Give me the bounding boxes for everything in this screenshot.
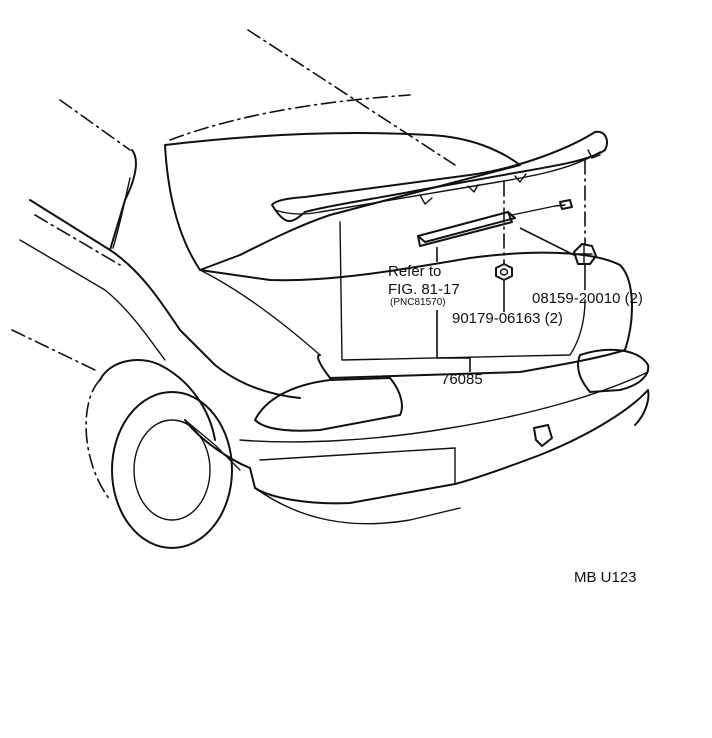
assembly-guides bbox=[503, 159, 586, 265]
c-pillar-inner bbox=[112, 177, 131, 249]
drawing-code: MB U123 bbox=[574, 569, 637, 586]
tail-light-right bbox=[577, 348, 650, 393]
rear-spoiler bbox=[271, 130, 608, 222]
stop-lamp-connector bbox=[559, 199, 573, 210]
spoiler-wing bbox=[271, 130, 608, 222]
tail-light-left bbox=[254, 377, 403, 432]
spoiler-endcap bbox=[587, 149, 601, 159]
refer-to-text: Refer to bbox=[388, 263, 441, 280]
spoiler-mount-center bbox=[467, 184, 479, 193]
stop-lamp-body bbox=[417, 211, 513, 247]
refer-fig-text: FIG. 81-17 bbox=[388, 281, 460, 298]
refer-pnc-text: (PNC81570) bbox=[390, 297, 446, 308]
nut-part bbox=[495, 263, 513, 281]
nut-part-hole bbox=[499, 268, 509, 276]
license-lamp bbox=[533, 424, 553, 447]
car-body bbox=[11, 29, 650, 549]
bumper-upper-edge bbox=[239, 371, 649, 443]
rear-window bbox=[164, 132, 521, 271]
wheel-arch bbox=[99, 359, 216, 441]
leader-spoiler bbox=[436, 310, 471, 372]
mud-flap bbox=[184, 419, 241, 471]
c-pillar bbox=[109, 149, 137, 251]
stop-lamp-wire bbox=[511, 204, 566, 216]
bumper-lower-edge bbox=[254, 487, 461, 525]
wheel-arch-line bbox=[85, 379, 111, 501]
spoiler-mount-left bbox=[419, 194, 433, 205]
trunk-lid bbox=[199, 251, 633, 379]
stop-lamp-housing bbox=[417, 211, 516, 243]
roof-rear-line bbox=[169, 94, 411, 141]
spoiler-mount-right bbox=[514, 173, 527, 183]
spoiler-top-edge bbox=[274, 151, 601, 215]
clip-part-detail bbox=[577, 245, 593, 265]
guide-clip-diag bbox=[519, 227, 577, 257]
labels: Refer to FIG. 81-17 (PNC81570) 08159-200… bbox=[388, 263, 643, 586]
belt-line bbox=[199, 269, 321, 356]
rear-bumper bbox=[184, 389, 650, 505]
clip-part bbox=[573, 243, 597, 265]
roof-line bbox=[247, 29, 456, 166]
trunk-recess bbox=[339, 221, 586, 361]
part-number-nut: 90179-06163 (2) bbox=[452, 310, 563, 327]
pillar-line-left bbox=[59, 99, 131, 151]
side-body-panel bbox=[29, 199, 301, 399]
rear-tire bbox=[111, 391, 233, 549]
part-number-spoiler: 76085 bbox=[441, 371, 483, 388]
side-body-line bbox=[11, 329, 96, 371]
stop-lamp-assembly bbox=[417, 199, 573, 247]
bumper-inner-line bbox=[259, 447, 456, 461]
fastener-parts bbox=[495, 243, 597, 281]
side-window-line bbox=[34, 214, 121, 266]
rear-wheel-rim bbox=[133, 419, 211, 521]
leader-lines bbox=[436, 247, 586, 372]
part-number-clip: 08159-20010 (2) bbox=[532, 290, 643, 307]
side-panel-line bbox=[19, 239, 166, 361]
